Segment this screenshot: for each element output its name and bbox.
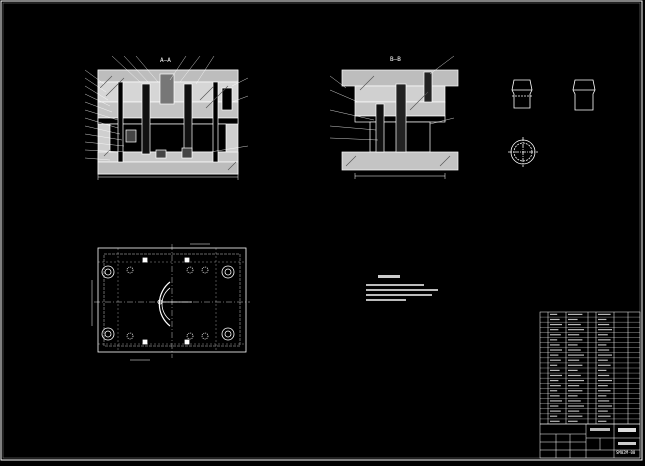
parts-list-cell-mark [568,334,580,336]
parts-list-cell-mark [568,420,578,422]
parts-list-cell-mark [598,354,612,356]
parts-list-cell-mark [568,349,581,351]
parts-list-cell-mark [568,369,578,371]
parts-list-cell-mark [568,364,583,366]
parts-list-cell-mark [550,354,559,356]
title-block [539,311,641,459]
parts-list-cell-mark [550,364,558,366]
parts-list-cell-mark [598,339,611,341]
parts-list-cell-mark [550,390,558,392]
parts-list-cell-mark [568,359,580,361]
section-a-label: A—A [160,57,171,64]
parts-list-cell-mark [568,385,580,387]
parts-list-cell-mark [568,329,584,331]
parts-list-cell-mark [598,359,608,361]
parts-list-cell-mark [550,339,558,341]
parts-list-cell-mark [568,405,584,407]
drawing-number: SM02M-00 [616,450,636,455]
parts-list-cell-mark [598,364,611,366]
technical-notes [366,275,438,301]
parts-list-cell-mark [598,313,611,315]
parts-list-cell-mark [550,369,560,371]
parts-list-cell-mark [598,410,608,412]
parts-list-cell-mark [550,359,561,361]
parts-list-cell-mark [568,313,583,315]
parts-list-cell-mark [568,323,581,326]
parts-list-cell-mark [550,329,559,331]
parts-list-cell-mark [568,390,583,392]
parts-list-cell-mark [568,395,578,397]
parts-list-cell-mark [598,349,610,351]
parts-list-cell-mark [598,400,610,402]
parts-list-cell-mark [550,400,562,402]
parts-list-cell-mark [550,410,561,412]
parts-list-cell-mark [598,374,610,377]
parts-list-cell-mark [550,374,562,377]
parts-list-cell-mark [598,334,608,336]
part-detail-views [508,79,596,167]
parts-list-cell-mark [568,318,578,321]
parts-list-cell-mark [598,323,610,326]
parts-list-cell-mark [550,420,560,422]
parts-list-cell-mark [568,354,584,356]
parts-list-cell-mark [550,385,561,387]
parts-list-cell-mark [550,318,560,321]
section-b-view [341,69,459,179]
parts-list-cell-mark [568,344,578,346]
parts-list-cell-mark [598,405,612,407]
parts-list-cell-mark [598,415,611,417]
section-a-leaders [84,55,249,161]
parts-list-cell-mark [598,369,607,371]
parts-list-cell-mark [550,323,562,326]
parts-list-cell-mark [568,415,583,417]
section-a-view [97,69,239,180]
parts-list-cell-mark [598,318,607,321]
parts-list-cell-mark [598,379,612,382]
parts-list-cell-mark [550,313,558,315]
parts-list-cell-mark [598,420,607,422]
parts-list-cell-mark [568,339,583,341]
parts-list-cell-mark [550,349,562,351]
parts-list-cell-mark [550,334,561,336]
section-b-leaders [329,55,455,141]
parts-list-cell-mark [598,390,611,392]
parts-list-cell-mark [598,344,607,346]
inner-frame [2,2,641,459]
parts-list-cell-mark [550,379,559,382]
plan-view [91,243,250,361]
parts-list-cell-mark [550,405,559,407]
section-b-label: B—B [390,56,401,63]
parts-list-cell-mark [598,385,608,387]
parts-list-cell-mark [598,329,612,331]
parts-list-cell-mark [550,395,560,397]
parts-list-cell-mark [568,400,581,402]
parts-list-cell-mark [550,415,558,417]
parts-list-cell-mark [568,410,580,412]
parts-list-cell-mark [568,379,584,382]
parts-list-cell-mark [598,395,607,397]
parts-list-cell-mark [568,374,581,377]
parts-list-cell-mark [550,344,560,346]
